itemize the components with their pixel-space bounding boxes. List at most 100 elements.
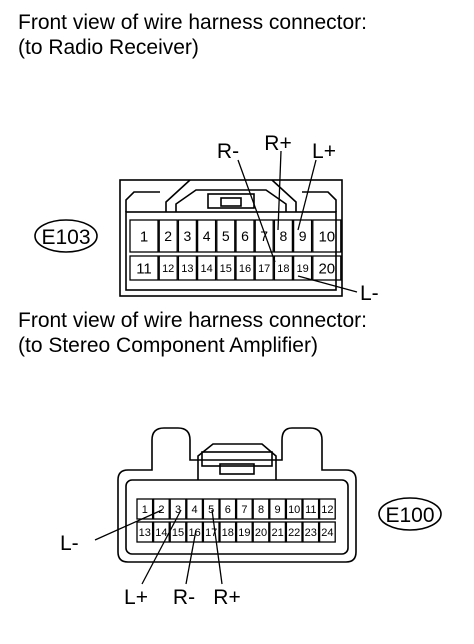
pin-number: 19 [238, 527, 250, 539]
pin-number: 4 [203, 228, 211, 244]
pin-number: 8 [258, 504, 264, 516]
pin-cell [169, 498, 187, 520]
pin-number: 4 [192, 504, 198, 516]
pin-number: 6 [241, 228, 249, 244]
pin-number: 22 [288, 527, 300, 539]
callout-r-plus: R+ [213, 586, 240, 609]
pin-cell [273, 255, 294, 281]
pin-cell [129, 255, 159, 281]
pin-number: 13 [139, 527, 151, 539]
pin-number: 6 [225, 504, 231, 516]
e103-latch-left [165, 179, 191, 212]
leader-r-minus [237, 159, 276, 263]
caption-line-1: Front view of wire harness connector: [18, 11, 367, 34]
caption-line-2: (to Radio Receiver) [18, 36, 199, 59]
connector-e100 [117, 427, 357, 563]
callout-l-plus: L+ [124, 586, 148, 609]
pin-number: 15 [220, 263, 232, 275]
pin-cell [177, 219, 198, 253]
pin-cell [318, 498, 336, 520]
pin-cell [254, 219, 274, 253]
pin-cell [219, 521, 237, 543]
leader-r-minus [185, 529, 197, 585]
pin-cell [177, 255, 198, 281]
pin-number: 9 [275, 504, 281, 516]
pin-number: 8 [280, 228, 288, 244]
pin-number: 9 [299, 228, 307, 244]
caption-line-2: (to Stereo Component Amplifier) [18, 334, 318, 357]
leader-r-plus [277, 150, 282, 231]
e103-leader-lines [237, 150, 358, 293]
pin-cell [235, 521, 253, 543]
e100-housing [117, 427, 357, 563]
pin-cell [216, 255, 236, 281]
e103-latch-inner [175, 189, 287, 212]
e100-latch-slot [201, 451, 273, 467]
leader-l-plus [297, 159, 317, 231]
pin-cell [202, 521, 220, 543]
leader-l-minus [297, 275, 358, 293]
pin-number: 20 [255, 527, 267, 539]
pin-number: 11 [136, 260, 152, 277]
pin-cell [136, 521, 154, 543]
e103-id-label: E103 [41, 226, 90, 249]
e103-shoulder-left [125, 191, 160, 212]
pin-cell [136, 498, 154, 520]
pin-number: 3 [184, 228, 192, 244]
e103-shoulder-right [302, 191, 337, 212]
pin-cell [252, 521, 270, 543]
pin-number: 3 [175, 504, 181, 516]
pin-cell [252, 498, 270, 520]
pin-cell [273, 219, 294, 253]
pin-cell [312, 255, 342, 281]
pin-number: 23 [305, 527, 317, 539]
pin-number: 5 [208, 504, 214, 516]
pin-number: 16 [239, 263, 251, 275]
pin-number: 14 [200, 263, 212, 275]
pin-cell [269, 521, 287, 543]
pin-number: 19 [296, 263, 308, 275]
pin-number: 18 [277, 263, 289, 275]
e103-id-oval [34, 219, 98, 253]
e100-id-oval [378, 497, 442, 531]
callout-r-minus: R- [217, 140, 239, 163]
pin-number: 24 [321, 527, 333, 539]
pin-cell [302, 521, 320, 543]
pin-number: 10 [318, 228, 335, 245]
pin-cell [312, 219, 342, 253]
pin-cell [202, 498, 220, 520]
e100-latch [197, 443, 277, 480]
pin-number: 21 [271, 527, 283, 539]
pin-number: 2 [164, 228, 172, 244]
pin-cell [292, 219, 313, 253]
callout-l-minus: L- [360, 282, 379, 305]
pin-cell [152, 498, 170, 520]
pin-number: 7 [241, 504, 247, 516]
e100-inner-frame [125, 479, 349, 555]
pin-number: 12 [162, 263, 174, 275]
pin-cell [129, 219, 159, 253]
pin-number: 10 [288, 504, 300, 516]
callout-l-plus: L+ [312, 140, 336, 163]
pin-cell [285, 498, 303, 520]
pin-number: 20 [318, 260, 335, 277]
pin-number: 18 [222, 527, 234, 539]
pin-cell [219, 498, 237, 520]
pin-number: 16 [188, 527, 200, 539]
pin-cell [285, 521, 303, 543]
pin-cell [302, 498, 320, 520]
pin-number: 11 [305, 504, 316, 516]
e103-latch-slot [207, 193, 255, 209]
leader-r-plus [211, 509, 223, 585]
pin-cell [235, 498, 253, 520]
pin-cell [235, 255, 255, 281]
pin-cell [186, 498, 204, 520]
callout-r-minus: R- [173, 586, 195, 609]
pin-cell [318, 521, 336, 543]
e103-inner-frame [125, 211, 337, 291]
pin-cell [158, 255, 178, 281]
pin-cell [254, 255, 274, 281]
